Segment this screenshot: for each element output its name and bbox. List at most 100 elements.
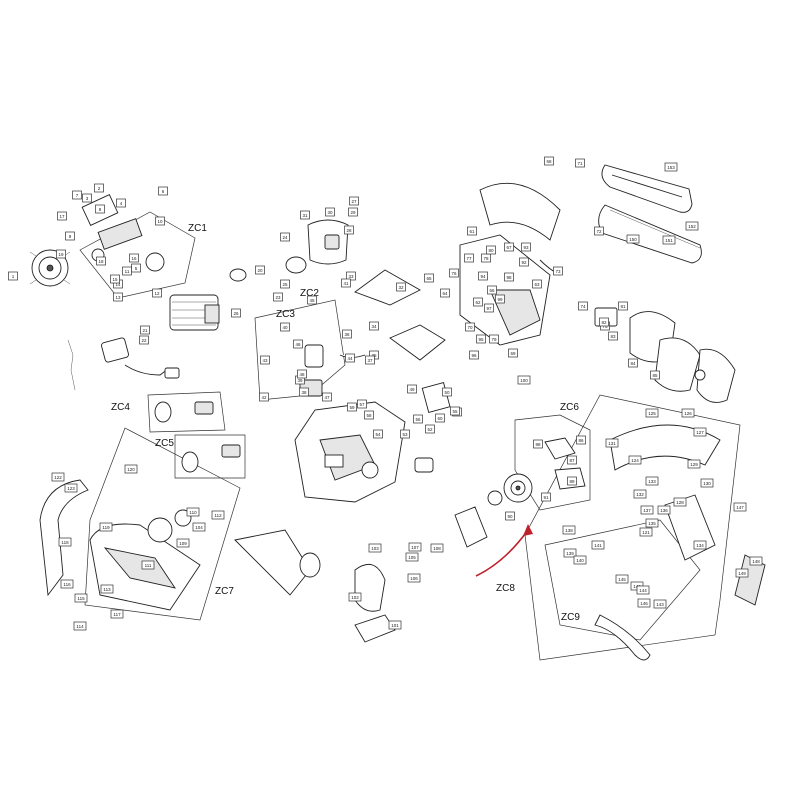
callout-110: 110 (186, 507, 200, 517)
callout-74: 74 (578, 301, 588, 311)
callout-number: 38 (301, 390, 307, 395)
callout-number: 124 (631, 458, 639, 463)
callout-number: 109 (179, 541, 187, 546)
callout-number: 116 (63, 582, 71, 587)
callout-number: 139 (566, 551, 574, 556)
air-filter-cover-part (229, 219, 349, 282)
callout-box (396, 282, 406, 292)
callout-81: 81 (618, 301, 628, 311)
callout-116: 116 (60, 579, 74, 589)
callout-box (645, 408, 659, 418)
callout-box (449, 268, 459, 278)
callout-number: 12 (154, 291, 160, 296)
callout-number: 96 (471, 353, 477, 358)
callout-number: 50 (444, 390, 450, 395)
callout-147: 147 (733, 502, 747, 512)
callout-47: 47 (322, 392, 332, 402)
callout-73: 73 (553, 266, 563, 276)
callout-number: 71 (577, 161, 583, 166)
callout-box (73, 621, 87, 631)
callout-138: 138 (562, 525, 576, 535)
callout-box (299, 387, 309, 397)
callout-box (628, 358, 638, 368)
callout-72: 72 (594, 226, 604, 236)
callout-box (628, 455, 642, 465)
callout-22: 22 (139, 335, 149, 345)
callout-number: 79 (491, 337, 497, 342)
callout-number: 27 (351, 199, 357, 204)
callout-box (141, 560, 155, 570)
cylinder-part (169, 294, 220, 331)
callout-number: 103 (371, 546, 379, 551)
callout-number: 4 (120, 201, 123, 206)
callout-67: 67 (504, 242, 514, 252)
callout-number: 43 (262, 358, 268, 363)
callout-number: 21 (142, 328, 148, 333)
callout-number: 114 (76, 624, 84, 629)
callout-box (60, 579, 74, 589)
callout-number: 140 (576, 558, 584, 563)
callout-105: 105 (405, 552, 419, 562)
callout-21: 21 (140, 325, 150, 335)
callout-99: 99 (495, 294, 505, 304)
callout-box (273, 292, 283, 302)
callout-number: 141 (594, 543, 602, 548)
callout-124: 124 (628, 455, 642, 465)
callout-number: 98 (506, 275, 512, 280)
callout-number: 19 (58, 252, 64, 257)
callout-box (116, 198, 126, 208)
clutch-part (487, 437, 586, 506)
callout-number: 63 (534, 282, 540, 287)
callout-box (260, 355, 270, 365)
callout-number: 113 (103, 587, 111, 592)
callout-113: 113 (100, 584, 114, 594)
callout-151: 151 (662, 235, 676, 245)
callout-box (280, 322, 290, 332)
callout-number: 77 (466, 256, 472, 261)
callout-box (653, 599, 667, 609)
callout-30: 30 (325, 207, 335, 217)
callout-box (657, 505, 671, 515)
callout-box (508, 348, 518, 358)
callout-number: 115 (77, 596, 85, 601)
callout-82: 82 (599, 317, 609, 327)
callout-number: 146 (640, 601, 648, 606)
callout-123: 123 (64, 483, 78, 493)
callout-box (645, 518, 659, 528)
callout-box (100, 584, 114, 594)
callout-number: 137 (643, 508, 651, 513)
callout-number: 94 (480, 274, 486, 279)
callout-70: 70 (465, 322, 475, 332)
callout-box (140, 325, 150, 335)
callout-box (640, 505, 654, 515)
callout-box (469, 350, 479, 360)
callout-box (573, 555, 587, 565)
callout-box (259, 392, 269, 402)
callout-box (567, 455, 577, 465)
callout-box (615, 574, 629, 584)
callout-92: 92 (519, 257, 529, 267)
callout-16: 16 (129, 253, 139, 263)
callout-box (158, 186, 168, 196)
callout-87: 87 (567, 455, 577, 465)
callout-box (425, 424, 435, 434)
callout-50: 50 (442, 387, 452, 397)
callout-32: 32 (396, 282, 406, 292)
carburettor-part (299, 344, 366, 397)
callout-number: 110 (189, 510, 197, 515)
callout-number: 40 (282, 325, 288, 330)
callout-137: 137 (640, 505, 654, 515)
callout-8: 8 (95, 204, 105, 214)
callout-box (562, 525, 576, 535)
callout-box (517, 375, 531, 385)
callout-121: 121 (639, 527, 653, 537)
callout-box (357, 399, 367, 409)
callout-number: 56 (415, 417, 421, 422)
callout-34: 34 (369, 321, 379, 331)
callout-49: 49 (407, 384, 417, 394)
callout-2: 2 (94, 183, 104, 193)
callout-box (633, 489, 647, 499)
callout-number: 10 (157, 219, 163, 224)
callout-101: 101 (388, 620, 402, 630)
group-label-zc2: ZC2 (300, 288, 319, 299)
